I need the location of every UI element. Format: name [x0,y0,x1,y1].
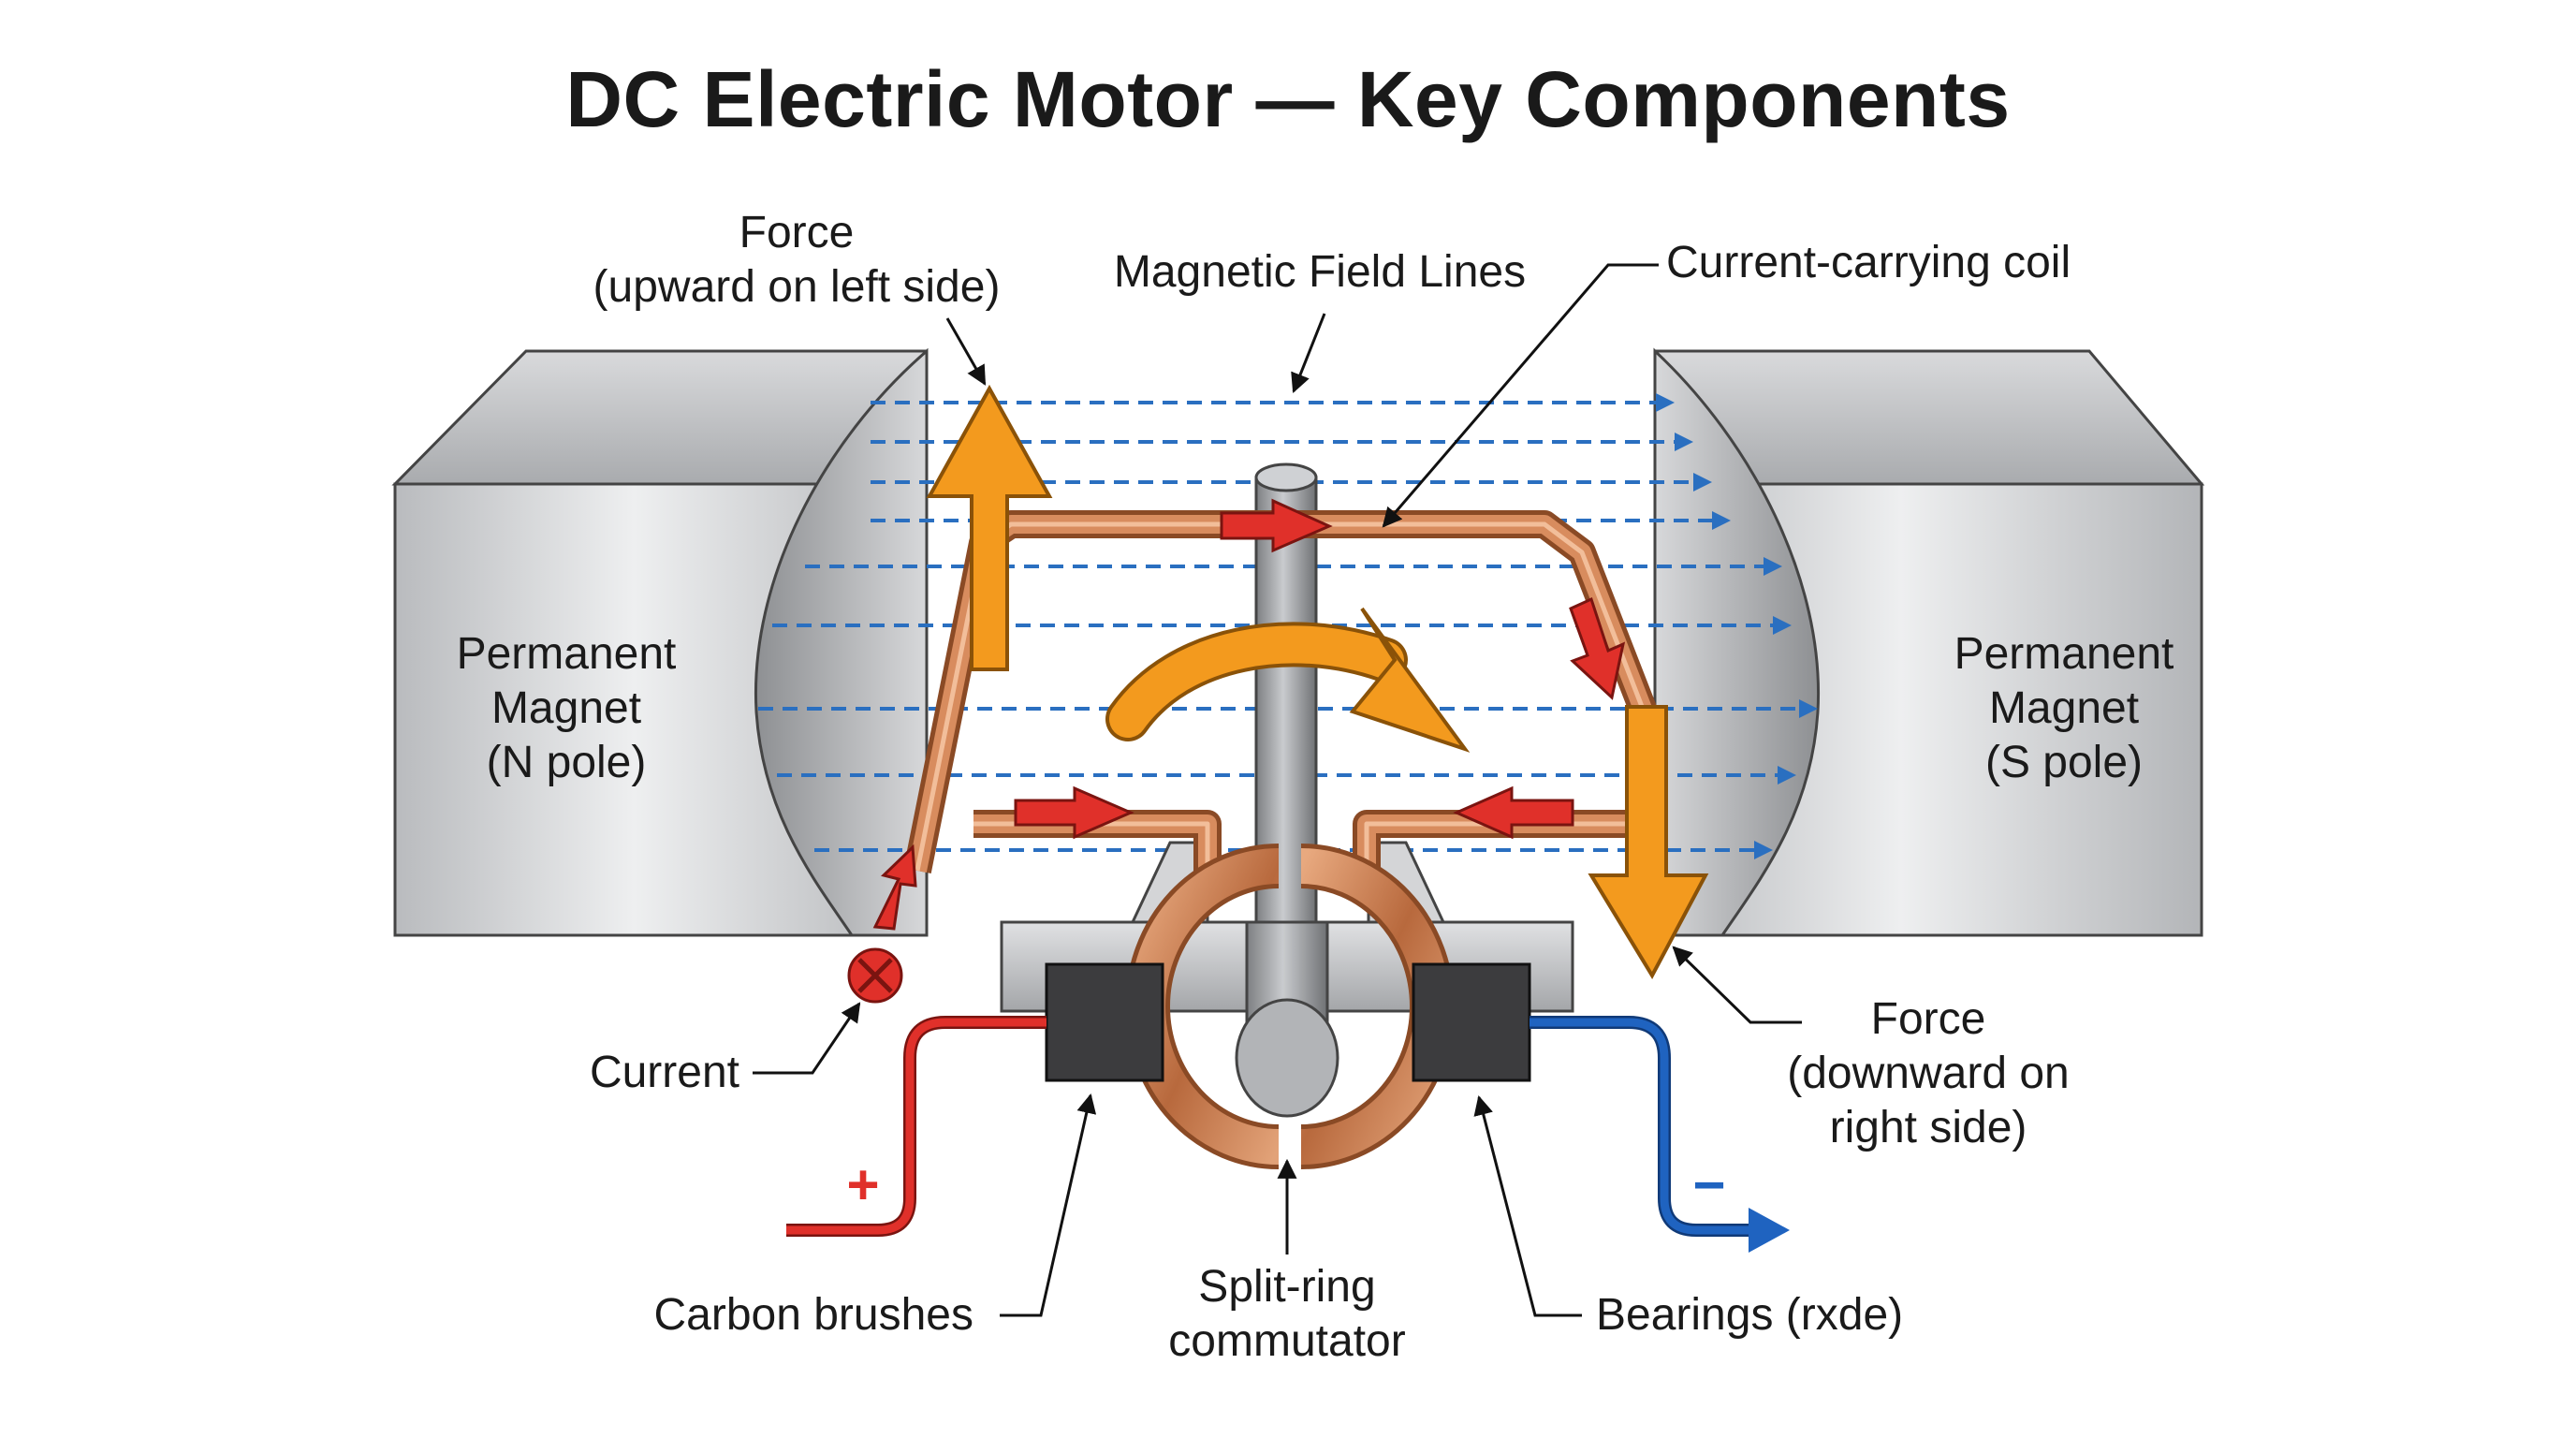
force-arrow-down [1588,705,1709,980]
positive-sign: + [846,1153,879,1216]
leader-force-right [1672,946,1802,1024]
label-field-lines: Magnetic Field Lines [1113,247,1527,297]
rotation-arrow [1105,607,1471,753]
leader-force-left [945,317,987,386]
current-into-page-icon [847,947,903,1004]
leader-coil [1382,263,1659,528]
current-direction-arrows [872,498,1626,931]
carbon-brushes [1045,962,1531,1082]
diagram-title: DC Electric Motor — Key Components [565,55,2011,143]
leader-current [753,1002,861,1075]
force-arrow-up [926,384,1053,671]
negative-wire-arrowhead [1749,1208,1790,1253]
current-arrow-bottom-right [1453,785,1574,840]
label-carbon-brushes: Carbon brushes [653,1290,973,1340]
label-current: Current [589,1048,739,1097]
current-arrow-right-side [1569,596,1626,700]
current-arrow-left-side [872,844,917,931]
current-arrow-bottom-left [1014,785,1134,840]
leader-bearings [1473,1094,1582,1317]
magnet-s-pole [1653,347,2205,937]
magnet-n-pole [391,347,929,937]
leader-brushes [1000,1093,1097,1317]
carbon-brush-left [1045,962,1164,1082]
current-arrow-top [1220,498,1333,553]
label-coil: Current-carrying coil [1666,238,2071,287]
label-force-left: Force(upward on left side) [593,208,1001,312]
label-bearings: Bearings (rxde) [1596,1290,1904,1340]
negative-sign: − [1692,1153,1725,1216]
carbon-brush-right [1412,962,1531,1082]
leader-field-lines [1291,313,1326,393]
